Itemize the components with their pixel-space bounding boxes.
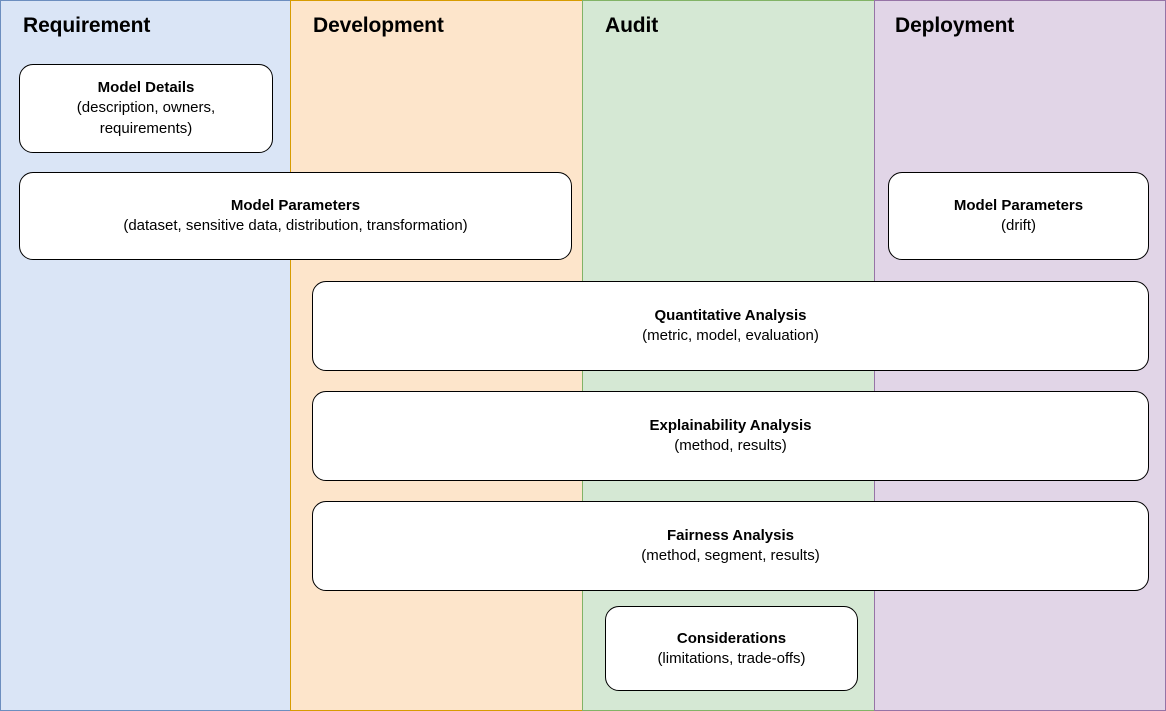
node-title: Considerations: [676, 629, 787, 647]
node-subtitle: (drift): [1001, 217, 1036, 234]
node-explainability-analysis[interactable]: Explainability Analysis (method, results…: [312, 391, 1149, 481]
node-model-details[interactable]: Model Details (description, owners, requ…: [19, 64, 273, 153]
swimlane-title-development: Development: [313, 14, 444, 37]
node-subtitle: (description, owners, requirements): [76, 99, 216, 137]
node-model-parameters[interactable]: Model Parameters (dataset, sensitive dat…: [19, 172, 572, 260]
node-subtitle: (metric, model, evaluation): [642, 327, 819, 344]
node-title: Model Parameters: [953, 197, 1084, 214]
swimlane-title-deployment: Deployment: [895, 14, 1015, 37]
node-title: Model Parameters: [230, 197, 361, 214]
node-title: Explainability Analysis: [649, 417, 812, 434]
node-model-parameters-drift[interactable]: Model Parameters (drift): [888, 172, 1149, 260]
node-subtitle: (method, results): [674, 437, 787, 454]
node-subtitle: (dataset, sensitive data, distribution, …: [123, 217, 468, 234]
swimlane-title-audit: Audit: [605, 14, 659, 37]
swimlane-title-requirement: Requirement: [23, 14, 151, 37]
node-subtitle: (limitations, trade-offs): [657, 649, 806, 667]
node-title: Model Details: [97, 79, 195, 96]
node-considerations[interactable]: Considerations (limitations, trade-offs): [605, 606, 858, 691]
node-subtitle: (method, segment, results): [641, 547, 820, 564]
node-fairness-analysis[interactable]: Fairness Analysis (method, segment, resu…: [312, 501, 1149, 591]
node-quantitative-analysis[interactable]: Quantitative Analysis (metric, model, ev…: [312, 281, 1149, 371]
node-title: Fairness Analysis: [666, 527, 794, 544]
node-title: Quantitative Analysis: [654, 307, 807, 324]
